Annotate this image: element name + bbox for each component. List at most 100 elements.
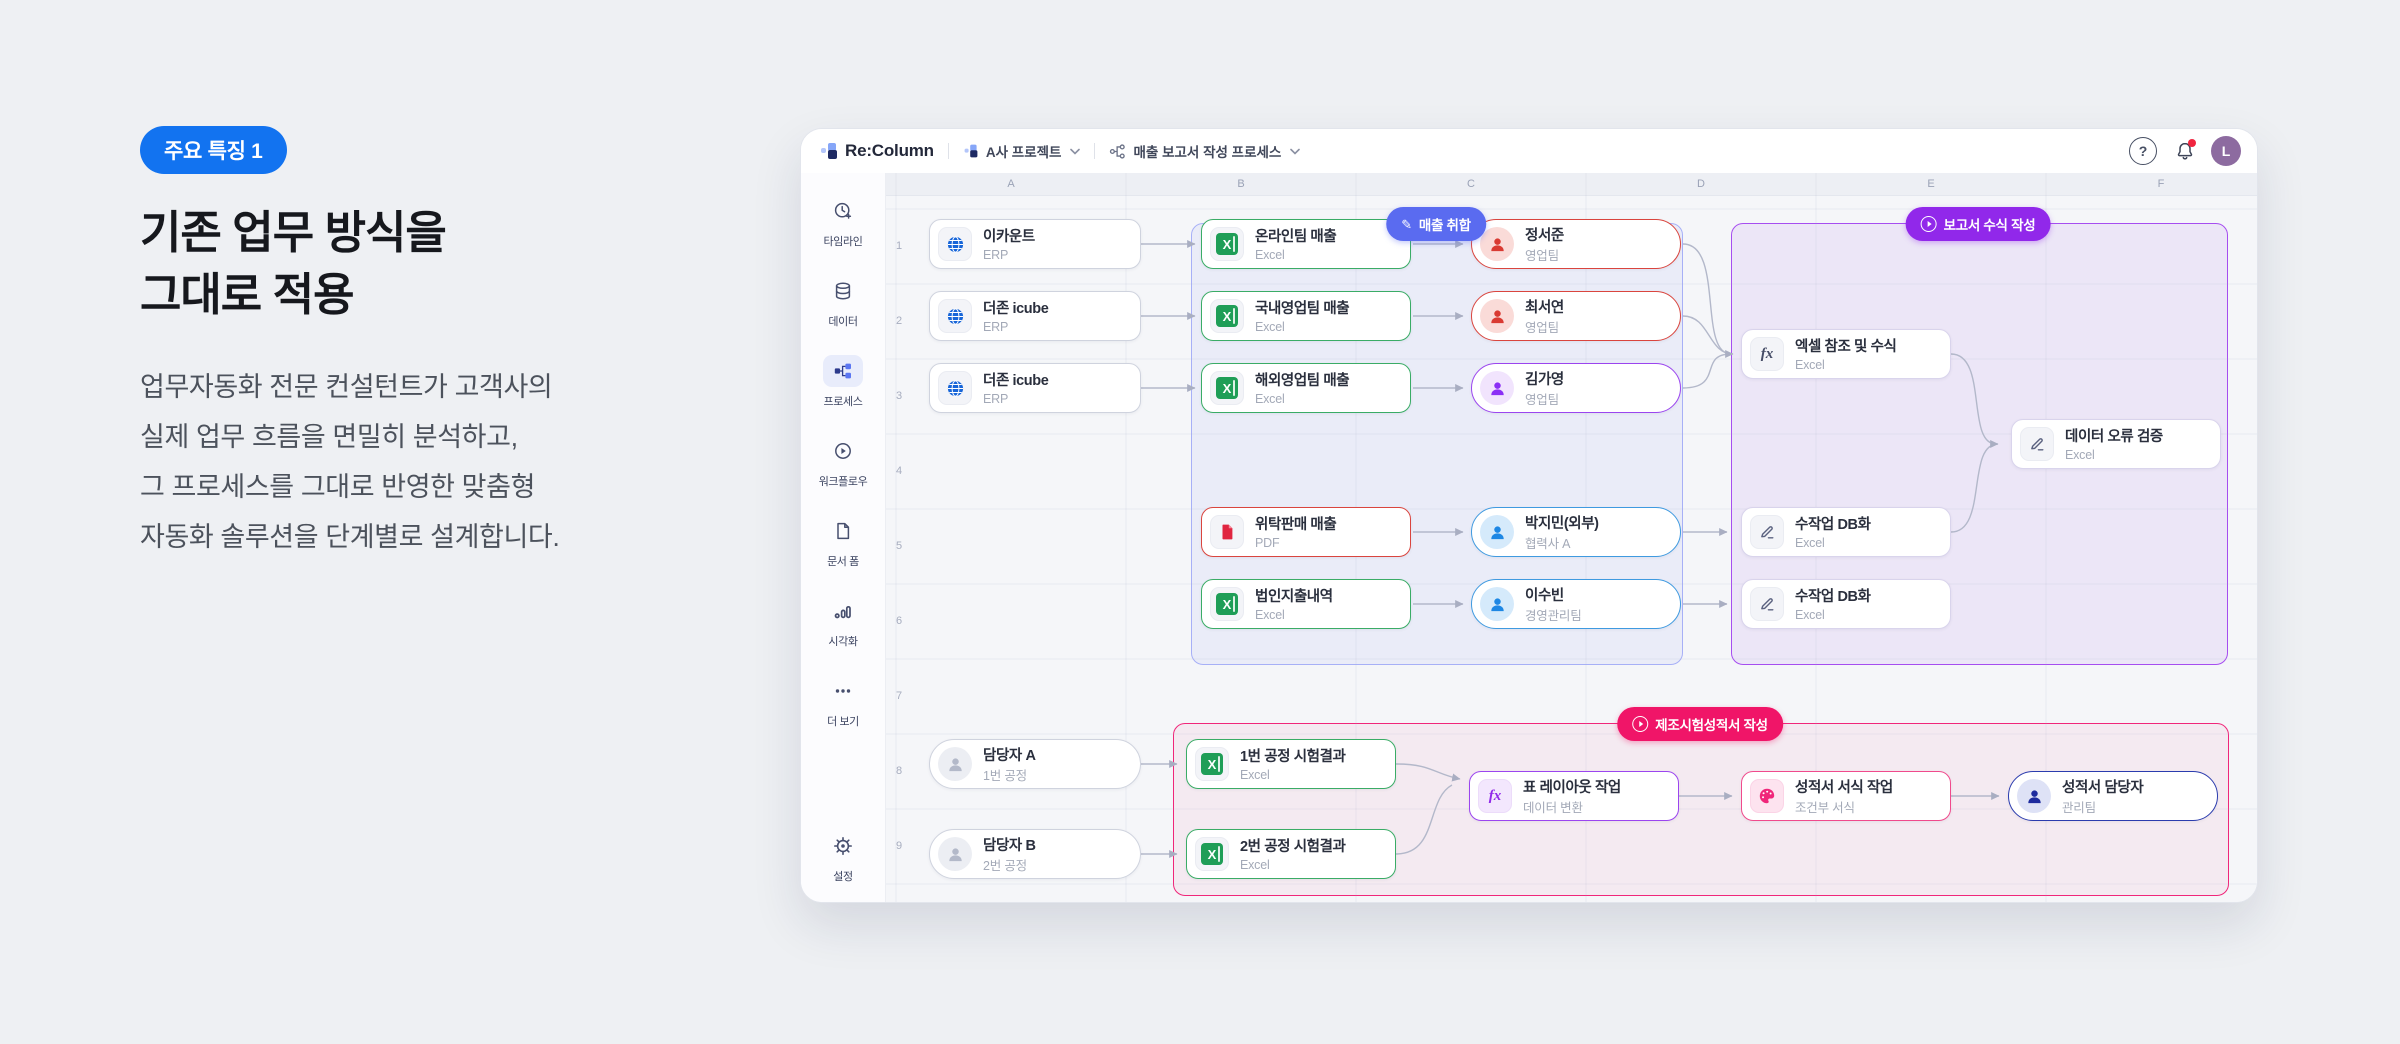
process-icon [823, 355, 863, 387]
database-icon [823, 275, 863, 307]
globe-icon [938, 299, 972, 333]
sidebar-item-timeline[interactable]: 타임라인 [823, 195, 863, 249]
divider [947, 143, 949, 159]
person-icon [938, 837, 972, 871]
excel-icon: X [1210, 371, 1244, 405]
excel-icon: X [1195, 837, 1229, 871]
titlebar: Re:Column A사 프로젝트 매출 보고서 작성 프로세스 ? [801, 129, 2257, 173]
avatar[interactable]: L [2211, 136, 2241, 166]
fx-icon: fx [1478, 779, 1512, 813]
more-icon [823, 675, 863, 707]
excel-icon: X [1210, 299, 1244, 333]
row-number: 3 [895, 390, 903, 402]
flow-icon [1110, 143, 1126, 159]
sidebar: 타임라인 데이터 [801, 173, 886, 902]
person-icon [1480, 587, 1514, 621]
app-window: Re:Column A사 프로젝트 매출 보고서 작성 프로세스 ? [800, 128, 2258, 903]
badge-sales-collect[interactable]: ✎ 매출 취합 [1386, 207, 1486, 241]
timeline-icon [823, 195, 863, 227]
excel-icon: X [1195, 747, 1229, 781]
pencil-icon [1750, 515, 1784, 549]
row-number: 9 [895, 840, 903, 852]
person-icon [938, 747, 972, 781]
feature-badge: 주요 특징 1 [140, 126, 287, 174]
document-icon [823, 515, 863, 547]
fx-icon: fx [1750, 337, 1784, 371]
sidebar-item-more[interactable]: 더 보기 [823, 675, 863, 729]
person-icon [2017, 779, 2051, 813]
gear-icon [823, 830, 863, 862]
badge-manufacture-report[interactable]: 제조시험성적서 작성 [1617, 707, 1783, 741]
globe-icon [938, 371, 972, 405]
globe-icon [938, 227, 972, 261]
sidebar-item-settings[interactable]: 설정 [823, 830, 863, 884]
notifications-bell-icon[interactable] [2175, 139, 2196, 161]
node-person-park-jimin[interactable]: 박지민(외부)협력사 A [1471, 507, 1681, 557]
excel-icon: X [1210, 587, 1244, 621]
row-number: 6 [895, 615, 903, 627]
palette-icon [1750, 779, 1784, 813]
column-header: E [1927, 178, 1935, 190]
divider [1094, 143, 1096, 159]
process-canvas[interactable]: A B C D E F 1 2 3 4 5 6 7 8 9 [886, 173, 2257, 902]
person-icon [1480, 515, 1514, 549]
project-switcher[interactable]: A사 프로젝트 [963, 141, 1081, 161]
sidebar-item-visualization[interactable]: 시각화 [823, 595, 863, 649]
pdf-icon [1210, 515, 1244, 549]
column-header: F [2157, 178, 2165, 190]
help-icon[interactable]: ? [2129, 137, 2157, 165]
row-number: 4 [895, 465, 903, 477]
feature-description: 업무자동화 전문 컨설턴트가 고객사의 실제 업무 흐름을 면밀히 분석하고, … [140, 372, 560, 552]
excel-icon: X [1210, 227, 1244, 261]
brand-logo-icon [821, 143, 837, 159]
row-number: 1 [895, 240, 903, 252]
column-header: D [1697, 178, 1705, 190]
workflow-icon [823, 435, 863, 467]
pencil-icon: ✎ [1401, 216, 1412, 232]
feature-title: 기존 업무 방식을 그대로 적용 [140, 207, 447, 320]
pencil-icon [1750, 587, 1784, 621]
person-icon [1480, 227, 1514, 261]
play-icon [1632, 716, 1649, 732]
brand-name[interactable]: Re:Column [845, 141, 934, 160]
sidebar-item-workflow[interactable]: 워크플로우 [819, 435, 868, 489]
process-switcher[interactable]: 매출 보고서 작성 프로세스 [1109, 141, 1301, 161]
sidebar-item-process[interactable]: 프로세스 [823, 355, 863, 409]
column-header: C [1467, 178, 1475, 190]
pencil-icon [2020, 427, 2054, 461]
column-header: B [1237, 178, 1245, 190]
sidebar-item-document-form[interactable]: 문서 폼 [823, 515, 863, 569]
column-header-strip: A B C D E F [886, 173, 2257, 196]
person-icon [1480, 371, 1514, 405]
badge-report-formula[interactable]: 보고서 수식 작성 [1905, 207, 2051, 241]
feature-section: 주요 특징 1 기존 업무 방식을 그대로 적용 업무자동화 전문 컨설턴트가 … [140, 126, 720, 562]
row-number: 7 [895, 690, 903, 702]
chevron-down-icon [1070, 148, 1081, 155]
column-header: A [1007, 178, 1015, 190]
sidebar-item-data[interactable]: 데이터 [823, 275, 863, 329]
